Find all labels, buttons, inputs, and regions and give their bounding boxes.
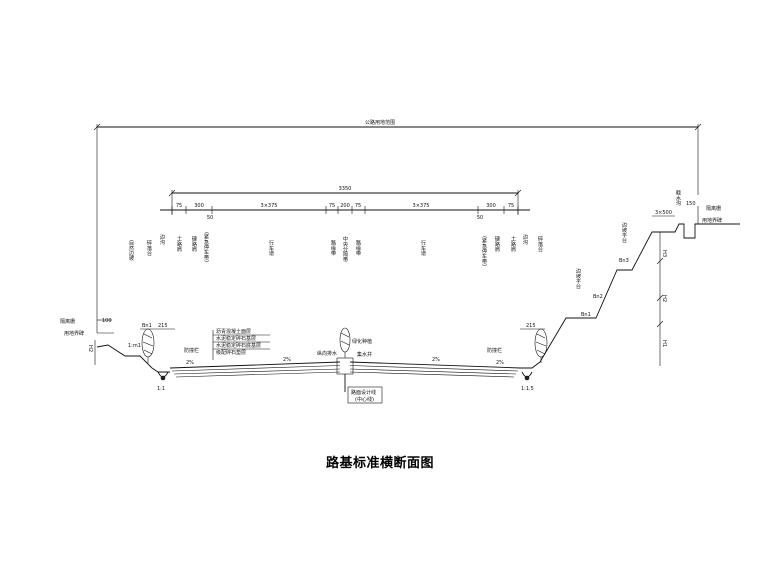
left-dim-100: 100 — [102, 318, 112, 324]
median-drain: 纵向排水 — [317, 350, 337, 357]
guardrail-right: 防撞栏 — [487, 347, 502, 354]
dim-150: 150 — [686, 201, 696, 207]
land-line-right: 用地界碑 — [702, 217, 722, 224]
pave-note-1: 沥青混凝土面层 — [216, 328, 251, 335]
left-slope-ratio: 1:m1 — [128, 343, 141, 349]
dim-3x375-b: 3×375 — [413, 203, 430, 209]
label-median: 中央分隔带 — [342, 235, 348, 264]
label-hard-shoulder-left: 硬路肩 — [191, 236, 197, 253]
center-line-box-1: 路面设计线 — [351, 389, 376, 396]
dim-50-left: 50 — [207, 215, 213, 221]
label-verge-right: 碎落台 — [537, 235, 543, 253]
pave-note-4: 级配碎石垫层 — [216, 349, 246, 356]
left-ditch-label: 1:1 — [157, 386, 165, 392]
label-platform-1: 边坡平台 — [575, 267, 581, 291]
label-emergency-left: (紧急停车带) — [203, 232, 209, 262]
fence-right: 隔离栅 — [706, 205, 721, 212]
fence-left: 隔离栅 — [60, 318, 75, 325]
pavement-structure: 2% 2% 2% 2% — [169, 357, 521, 392]
land-range-label: 公路用地范围 — [365, 119, 395, 126]
label-ditch-left: 边沟 — [159, 233, 165, 246]
label-emergency-right: (紧急停车带) — [481, 236, 487, 266]
median-pipe: 集水井 — [357, 351, 372, 358]
pave-note-2: 水泥稳定碎石基层 — [216, 335, 256, 342]
misc-labels: 防撞栏 防撞栏 纵向排水 绿化种植 集水井 路面设计线 (中心线) — [184, 338, 502, 404]
pavement-notes: 沥青混凝土面层 水泥稳定碎石基层 水泥稳定碎石底基层 级配碎石垫层 — [212, 328, 270, 360]
height-h2: H2 — [661, 295, 667, 302]
dim-3x500: 3×500 — [655, 210, 672, 216]
label-soil-shoulder-right: 土路肩 — [510, 235, 516, 253]
dim-300-a: 300 — [194, 203, 204, 209]
label-natural-slope: 自然边坡 — [128, 239, 134, 263]
berm-bn2: Bn2 — [593, 294, 603, 300]
shrub-median-icon — [339, 327, 351, 358]
label-hard-shoulder-right: 硬路肩 — [494, 236, 500, 253]
median-plant: 绿化种植 — [352, 338, 372, 345]
right-ditch-label: 1:1.5 — [521, 386, 534, 392]
dim-75-c: 75 — [355, 203, 361, 209]
dim-75-d: 75 — [508, 203, 514, 209]
left-ditch: 1:1 — [157, 371, 169, 392]
dim-75-a: 75 — [176, 203, 182, 209]
label-platform-2: 边坡平台 — [621, 221, 627, 245]
total-width-dimension: 3350 — [168, 186, 522, 215]
grade-right: 2% — [496, 360, 504, 366]
land-line-left: 用地界碑 — [64, 330, 84, 337]
dim-300-b: 300 — [486, 203, 496, 209]
grade-left: 2% — [186, 360, 194, 366]
grade-mid-left: 2% — [283, 357, 291, 363]
land-range-dimension: 公路用地范围 — [93, 119, 702, 333]
label-intercept-ditch: 截水沟 — [675, 189, 681, 207]
dim-200: 200 — [340, 203, 350, 209]
height-h3: H3 — [661, 250, 667, 257]
dim-75-b: 75 — [329, 203, 335, 209]
berm-bn1: Bn1 — [581, 312, 591, 318]
right-cut-slope: H3 H2 H1 Bn1 Bn2 Bn3 3×500 150 截水沟 隔离栅 用… — [539, 189, 740, 366]
height-h1: H1 — [661, 340, 667, 347]
shrub-left-icon — [141, 328, 155, 363]
height-left: H2 — [87, 345, 93, 352]
dim-3x375-a: 3×375 — [261, 203, 278, 209]
left-fill-slope: 隔离栅 用地界碑 100 H2 1:m1 Bn1 215 — [60, 318, 175, 373]
label-soil-shoulder-left: 土路肩 — [176, 235, 182, 253]
shrub-right-icon — [534, 328, 548, 363]
total-width-label: 3350 — [339, 186, 352, 192]
drawing-caption: 路基标准横断面图 — [325, 456, 434, 471]
left-berm-bn1: Bn1 — [142, 323, 152, 329]
zone-labels-left: 自然边坡 碎落台 边沟 土路肩 硬路肩 (紧急停车带) 行车道 路缘带 中央分隔… — [128, 221, 627, 291]
pave-note-3: 水泥稳定碎石底基层 — [216, 342, 261, 349]
dim-215-right: 215 — [526, 323, 536, 329]
label-verge-left: 碎落台 — [146, 239, 152, 257]
label-marginal-left: 路缘带 — [330, 239, 336, 257]
right-ditch: 1:1.5 215 — [520, 323, 545, 392]
dim-50-right: 50 — [477, 215, 483, 221]
center-line-box-2: (中心线) — [355, 396, 374, 403]
grade-mid-right: 2% — [432, 357, 440, 363]
label-ditch-right: 边沟 — [522, 233, 528, 246]
berm-bn3: Bn3 — [619, 258, 629, 264]
guardrail-left: 防撞栏 — [184, 347, 199, 354]
label-marginal-right: 路缘带 — [355, 239, 361, 257]
label-lane-left: 行车道 — [268, 239, 274, 257]
dim-215-left: 215 — [158, 323, 168, 329]
segment-dimension: 75 300 3×375 75 200 75 3×375 300 75 50 5… — [160, 203, 530, 221]
label-lane-right: 行车道 — [420, 239, 426, 257]
